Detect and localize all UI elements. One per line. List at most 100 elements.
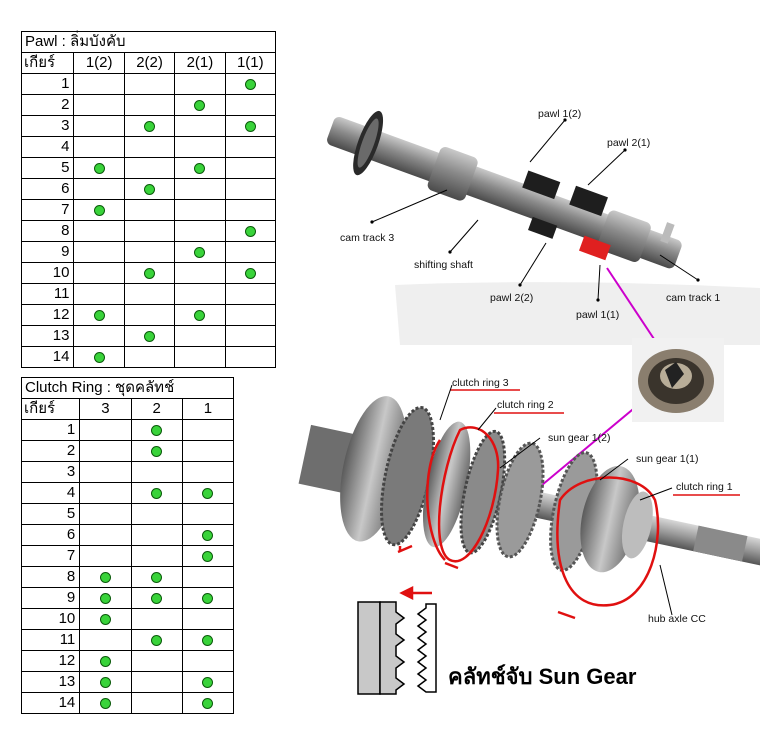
table-cell xyxy=(224,220,277,242)
engaged-dot-icon xyxy=(202,634,214,646)
column-header: 2(1) xyxy=(174,52,226,74)
engaged-dot-icon xyxy=(244,225,256,237)
engaged-dot-icon xyxy=(151,634,163,646)
cam-track-3-body xyxy=(427,147,478,201)
engaged-dot-icon xyxy=(151,592,163,604)
engaged-dot-icon xyxy=(151,445,163,457)
label-cam-track-1: cam track 1 xyxy=(666,292,720,304)
pawl-table: Pawl : ลิ่มบังคับเกียร์1(2)2(2)2(1)1(1)1… xyxy=(20,31,277,368)
table-cell xyxy=(181,692,235,714)
engaged-dot-icon xyxy=(202,697,214,709)
caption: คลัทช์จับ Sun Gear xyxy=(448,664,637,689)
pointer-line-bottom xyxy=(529,394,651,496)
table-cell xyxy=(123,262,176,284)
engaged-dot-icon xyxy=(144,330,156,342)
gear-number: 14 xyxy=(20,346,75,368)
engaged-dot-icon xyxy=(99,655,111,667)
table-row: 9 xyxy=(20,587,235,609)
engaged-dot-icon xyxy=(202,550,214,562)
engaged-dot-icon xyxy=(99,697,111,709)
table-row: 9 xyxy=(20,241,277,263)
table-row: 11 xyxy=(20,283,277,305)
clutch-ring-3-part xyxy=(422,421,471,548)
label-shifting-shaft: shifting shaft xyxy=(414,259,473,271)
table-row: 14 xyxy=(20,346,277,368)
table-row: 8 xyxy=(20,220,277,242)
table-row: 14 xyxy=(20,692,235,714)
engaged-dot-icon xyxy=(194,162,206,174)
gear-number: 3 xyxy=(20,115,75,137)
label-cam-track-3: cam track 3 xyxy=(340,232,394,244)
label-pawl-1-1: pawl 1(1) xyxy=(576,309,619,321)
label-pawl-2-2: pawl 2(2) xyxy=(490,292,533,304)
engaged-dot-icon xyxy=(244,78,256,90)
cam-track-1-body xyxy=(597,210,651,262)
table-cell xyxy=(181,524,235,546)
table-row: 3 xyxy=(20,461,235,483)
gear-number: 1 xyxy=(20,73,75,95)
table-title: Clutch Ring : ชุดคลัทช์ xyxy=(21,377,234,399)
pawl-1-1-part xyxy=(579,235,611,261)
label-pawl-1-2: pawl 1(2) xyxy=(538,108,581,120)
red-highlights xyxy=(397,426,660,620)
engaged-dot-icon xyxy=(99,571,111,583)
clutch-engagement-sketch xyxy=(357,585,437,695)
table-cell xyxy=(79,566,132,588)
gear-number: 5 xyxy=(20,157,75,179)
engaged-dot-icon xyxy=(151,571,163,583)
engaged-dot-icon xyxy=(99,592,111,604)
pawl-2-2-part xyxy=(528,216,558,239)
engaged-dot-icon xyxy=(194,246,206,258)
label-hub-axle: hub axle CC xyxy=(648,613,706,625)
engaged-dot-icon xyxy=(151,487,163,499)
table-row: 2 xyxy=(20,94,277,116)
column-header: 1(1) xyxy=(224,52,277,74)
label-sun-gear-1-2: sun gear 1(2) xyxy=(548,432,610,444)
table-cell xyxy=(224,73,277,95)
table-row: 12 xyxy=(20,650,235,672)
pawl-2-1-part xyxy=(569,185,608,217)
hub-internals: clutch ring 3 clutch ring 2 sun gear 1(2… xyxy=(298,377,760,625)
sun-gear-photo xyxy=(632,338,724,422)
engaged-dot-icon xyxy=(99,676,111,688)
shadow-backdrop xyxy=(395,282,760,345)
engaged-dot-icon xyxy=(202,529,214,541)
engaged-dot-icon xyxy=(202,592,214,604)
engaged-dot-icon xyxy=(93,351,105,363)
engaged-dot-icon xyxy=(151,424,163,436)
label-sun-gear-1-1: sun gear 1(1) xyxy=(636,453,698,465)
table-row: 5 xyxy=(20,503,235,525)
engaged-dot-icon xyxy=(244,120,256,132)
table-row: 8 xyxy=(20,566,235,588)
engaged-dot-icon xyxy=(93,309,105,321)
pawl-1-2-part xyxy=(522,170,561,200)
table-cell xyxy=(79,608,132,630)
engaged-dot-icon xyxy=(244,267,256,279)
table-cell xyxy=(224,346,277,368)
engaged-dot-icon xyxy=(93,204,105,216)
engaged-dot-icon xyxy=(194,309,206,321)
label-clutch-ring-2: clutch ring 2 xyxy=(497,399,554,411)
label-clutch-ring-1: clutch ring 1 xyxy=(676,481,733,493)
engaged-dot-icon xyxy=(144,183,156,195)
engaged-dot-icon xyxy=(93,162,105,174)
shifting-shaft-assembly: pawl 1(2) pawl 2(1) cam track 3 shifting… xyxy=(327,108,760,345)
table-cell xyxy=(130,629,183,651)
label-clutch-ring-3: clutch ring 3 xyxy=(452,377,509,389)
table-row: 1 xyxy=(20,73,277,95)
table-cell xyxy=(224,262,277,284)
engaged-dot-icon xyxy=(144,120,156,132)
table-row: 6 xyxy=(20,524,235,546)
engaged-dot-icon xyxy=(99,613,111,625)
table-cell xyxy=(181,629,235,651)
table-row: 7 xyxy=(20,545,235,567)
label-pawl-2-1: pawl 2(1) xyxy=(607,137,650,149)
engaged-dot-icon xyxy=(194,99,206,111)
engaged-dot-icon xyxy=(144,267,156,279)
pointer-line-top xyxy=(606,267,661,349)
engage-arrow xyxy=(399,585,432,601)
engaged-dot-icon xyxy=(202,676,214,688)
table-row: 4 xyxy=(20,136,277,158)
